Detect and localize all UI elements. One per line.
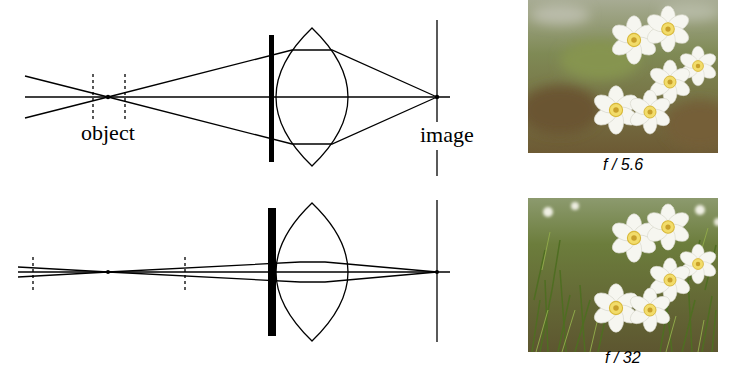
aperture-caption: f / 5.6 xyxy=(603,156,643,174)
object-label: object xyxy=(81,121,135,145)
image-label: image xyxy=(418,123,476,147)
photo-f32 xyxy=(528,198,718,352)
photo-f5-6 xyxy=(528,0,718,153)
aperture-caption: f / 32 xyxy=(605,349,641,367)
